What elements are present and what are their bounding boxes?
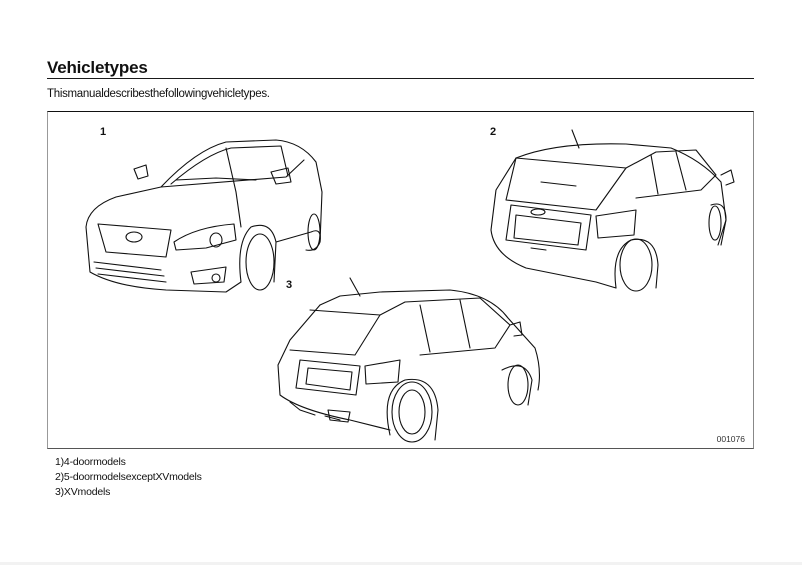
caption-item: 3)XVmodels	[55, 486, 111, 498]
page-edge	[0, 562, 802, 565]
hatchback-illustration	[490, 129, 735, 292]
caption-item: 1)4-doormodels	[55, 456, 126, 468]
vehicle-figure: 1 2 3	[47, 111, 754, 449]
callout-3: 3	[286, 279, 293, 291]
caption-item: 2)5-doormodelsexceptXVmodels	[55, 471, 202, 483]
callout-1: 1	[100, 126, 107, 138]
figure-code: 001076	[716, 434, 745, 444]
caption-list: 1)4-doormodels 2)5-doormodelsexceptXVmod…	[55, 455, 202, 500]
heading-rule	[47, 78, 754, 79]
section-heading: Vehicletypes	[47, 58, 148, 77]
sedan-illustration	[85, 139, 323, 293]
callout-2: 2	[490, 126, 497, 138]
intro-text: Thismanualdescribesthefollowingvehiclety…	[47, 88, 270, 100]
xv-crossover-illustration	[277, 277, 541, 443]
